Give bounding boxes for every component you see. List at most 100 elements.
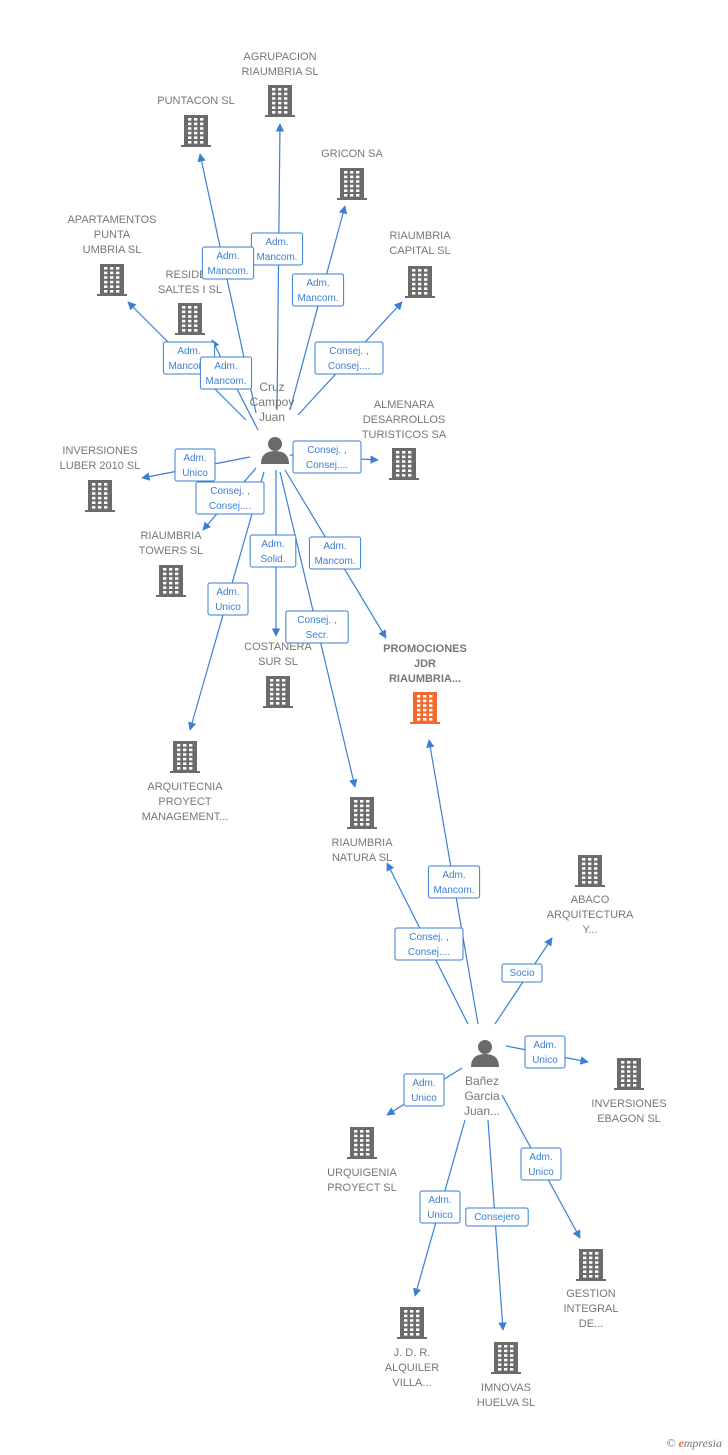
- company-label: PUNTA: [94, 229, 131, 241]
- company-label: ALQUILER: [385, 1362, 439, 1374]
- edge-label-p1-riaumbria_capital[interactable]: Consej. , Consej....: [314, 341, 384, 375]
- edge-label-p1-riaumbria_natura[interactable]: Consej. ,Secr.: [285, 610, 349, 644]
- company-label: PROYECT: [158, 796, 211, 808]
- company-label: ABACO: [571, 894, 610, 906]
- edge-p1-gricon: [289, 205, 348, 411]
- company-label: INTEGRAL: [563, 1303, 618, 1315]
- company-label: GRICON SA: [321, 148, 383, 160]
- building-icon: [410, 692, 440, 724]
- company-label: INVERSIONES: [62, 445, 137, 457]
- edge-label-text: Consej. ,: [297, 615, 336, 626]
- edge-label-text: Consejero: [474, 1212, 520, 1223]
- edge-label-text: Mancom.: [205, 376, 246, 387]
- edge-label-text: Adm.: [412, 1078, 435, 1089]
- company-label: PROMOCIONES: [383, 643, 467, 655]
- company-node-puntacon[interactable]: PUNTACON SL: [157, 95, 235, 147]
- edge-label-text: Consej. ,: [307, 445, 346, 456]
- company-label: NATURA SL: [332, 852, 392, 864]
- company-label: RIAUMBRIA...: [389, 673, 461, 685]
- company-label: COSTANERA: [244, 641, 312, 653]
- edge-label-p1-inversiones_luber[interactable]: Adm.Unico: [174, 448, 216, 482]
- company-node-abaco[interactable]: ABACOARQUITECTURAY...: [547, 855, 634, 936]
- person-label: Cruz: [259, 380, 284, 394]
- company-node-agrupacion[interactable]: AGRUPACION RIAUMBRIA SL: [241, 51, 319, 117]
- edge-label-p2-imnovas[interactable]: Consejero: [465, 1207, 529, 1227]
- edge-label-text: Consej....: [328, 361, 370, 372]
- building-icon: [389, 448, 419, 480]
- edge-label-text: Adm.: [216, 251, 239, 262]
- edge-label-text: Consej. ,: [329, 346, 368, 357]
- person-icon: [261, 437, 289, 464]
- company-label: HUELVA SL: [477, 1397, 535, 1409]
- edge-label-p1-gricon[interactable]: Adm.Mancom.: [291, 273, 345, 307]
- edge-label-text: Mancom.: [256, 252, 297, 263]
- company-label: URQUIGENIA: [327, 1167, 397, 1179]
- edge-label-p2-promociones[interactable]: Adm.Mancom.: [427, 865, 481, 899]
- company-label: ALMENARA: [374, 399, 435, 411]
- edge-label-p1-arquitecnia[interactable]: Adm. Unico: [207, 582, 249, 616]
- edge-label-p2-riaumbria_natura[interactable]: Consej. ,Consej....: [394, 927, 464, 961]
- edge-label-text: Adm.: [265, 237, 288, 248]
- edge-label-text: Adm.: [183, 453, 206, 464]
- company-label: SALTES I SL: [158, 284, 222, 296]
- person-label: Garcia: [464, 1089, 500, 1103]
- company-label: AGRUPACION: [243, 51, 316, 63]
- company-label: RIAUMBRIA: [331, 837, 393, 849]
- person-label: Juan...: [464, 1104, 500, 1118]
- brand-initial: e: [678, 1436, 684, 1450]
- company-node-arquitecnia[interactable]: ARQUITECNIAPROYECTMANAGEMENT...: [142, 741, 229, 823]
- copyright-symbol: ©: [666, 1436, 676, 1450]
- edge-label-p2-urquigenia[interactable]: Adm. Unico: [403, 1073, 445, 1107]
- company-node-gricon[interactable]: GRICON SA: [321, 148, 384, 200]
- building-icon: [614, 1058, 644, 1090]
- company-label: RIAUMBRIA SL: [241, 66, 318, 78]
- edge-label-p1-agrupacion[interactable]: Adm. Mancom.: [250, 232, 304, 266]
- company-node-apartamentos[interactable]: APARTAMENTOS PUNTA UMBRIA SL: [67, 214, 157, 296]
- edge-label-text: Unico: [411, 1093, 437, 1104]
- edge-p1-agrupacion: [275, 123, 285, 411]
- company-node-gestion[interactable]: GESTIONINTEGRALDE...: [563, 1249, 619, 1330]
- person-label: Bañez: [465, 1074, 499, 1088]
- edge-label-p1-costanera[interactable]: Adm.Solid.: [249, 534, 297, 568]
- edge-label-p2-inversiones_ebagon[interactable]: Adm.Unico: [524, 1035, 566, 1069]
- company-label: PUNTACON SL: [157, 95, 234, 107]
- person-node-p2[interactable]: BañezGarciaJuan...: [464, 1040, 500, 1118]
- edge-label-text: Consej. ,: [210, 486, 249, 497]
- edge-label-p1-promociones[interactable]: Adm.Mancom.: [308, 536, 362, 570]
- company-label: GESTION: [566, 1288, 616, 1300]
- edge-label-text: Adm.: [216, 587, 239, 598]
- edge-label-p2-gestion[interactable]: Adm.Unico: [520, 1147, 562, 1181]
- company-node-promociones[interactable]: PROMOCIONESJDRRIAUMBRIA...: [383, 643, 467, 724]
- edge-label-text: Unico: [528, 1167, 554, 1178]
- edge-label-p1-almenara[interactable]: Consej. ,Consej....: [292, 440, 362, 474]
- company-node-riaumbria_natura[interactable]: RIAUMBRIA NATURA SL: [331, 797, 393, 864]
- edge-label-p1-puntacon[interactable]: Adm.Mancom.: [201, 246, 255, 280]
- company-label: APARTAMENTOS: [67, 214, 156, 226]
- building-icon: [337, 168, 367, 200]
- company-node-jdr_alquiler[interactable]: J. D. R.ALQUILERVILLA...: [385, 1307, 439, 1389]
- edge-label-text: Unico: [215, 602, 241, 613]
- building-icon: [156, 565, 186, 597]
- building-icon: [405, 266, 435, 298]
- company-label: Y...: [582, 924, 597, 936]
- edge-label-text: Adm.: [306, 278, 329, 289]
- company-label: UMBRIA SL: [83, 244, 142, 256]
- person-icon: [471, 1040, 499, 1067]
- edge-label-text: Unico: [532, 1055, 558, 1066]
- edge-label-text: Adm.: [323, 541, 346, 552]
- edge-label-p1-residen[interactable]: Adm.Mancom.: [199, 356, 253, 390]
- edge-label-text: Mancom.: [433, 885, 474, 896]
- edge-label-p2-abaco[interactable]: Socio: [501, 963, 543, 983]
- edge-label-text: Adm.: [177, 346, 200, 357]
- edge-label-p2-jdr_alquiler[interactable]: Adm.Unico: [419, 1190, 461, 1224]
- edge-label-p1-riaumbria_towers[interactable]: Consej. ,Consej....: [195, 481, 265, 515]
